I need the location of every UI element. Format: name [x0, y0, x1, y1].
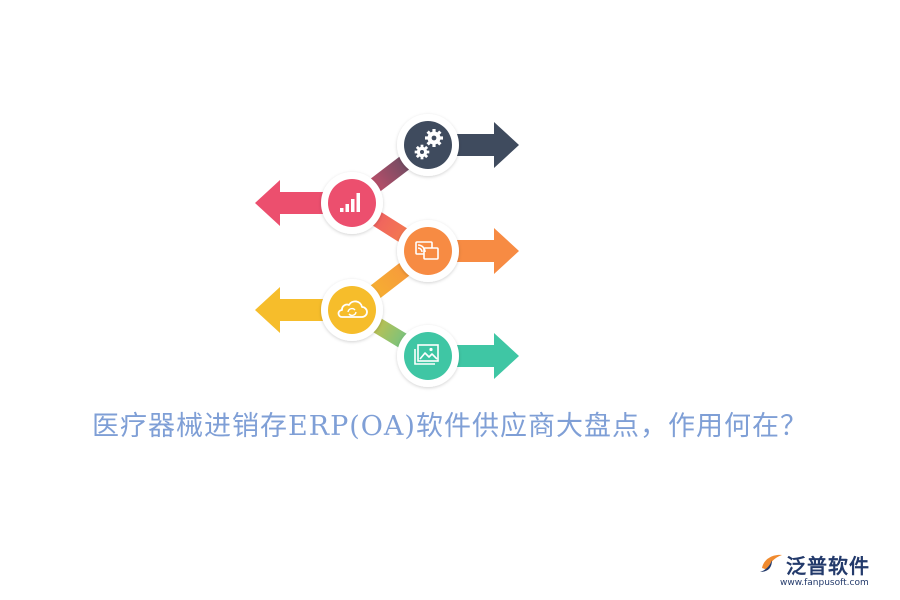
screen-share-icon: [415, 241, 439, 260]
step-5: [397, 325, 459, 387]
step-4: [321, 279, 383, 341]
diagram-caption: 医疗器械进销存ERP(OA)软件供应商大盘点，作用何在？: [92, 411, 808, 442]
step-1: [397, 114, 459, 176]
cloud-sync-icon: [337, 300, 368, 318]
step-3: [397, 220, 459, 282]
arrows: [255, 122, 519, 379]
arrow-right-3: [428, 228, 519, 274]
brand-url: www.fanpusoft.com: [780, 578, 869, 588]
brand-logo: 泛普软件 www.fanpusoft.com: [758, 550, 888, 594]
bar-chart-icon: [340, 193, 360, 212]
gears-icon: [414, 129, 443, 160]
arrow-right-1: [428, 122, 519, 168]
arrow-left-4: [255, 287, 352, 333]
step-2: [321, 172, 383, 234]
image-gallery-icon: [414, 344, 439, 365]
brand-name: 泛普软件: [786, 554, 870, 578]
brand-swirl-icon: [760, 554, 782, 572]
arrow-left-2: [255, 180, 352, 226]
arrow-right-5: [428, 333, 519, 379]
